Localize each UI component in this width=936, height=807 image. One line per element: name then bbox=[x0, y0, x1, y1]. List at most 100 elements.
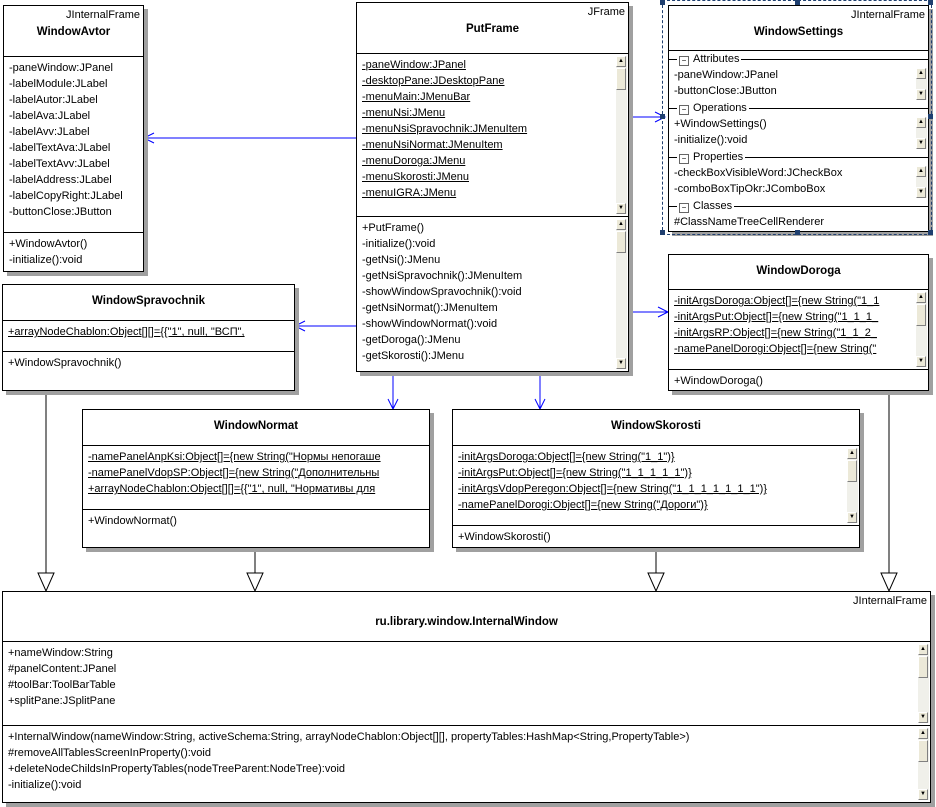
scrollbar[interactable]: ▲▼ bbox=[918, 644, 929, 723]
attributes-section: -initArgsDoroga:Object[]={new String("1_… bbox=[669, 290, 928, 370]
scrollbar[interactable]: ▲▼ bbox=[616, 219, 627, 369]
scroll-down-button[interactable]: ▼ bbox=[616, 358, 626, 369]
scrollbar[interactable]: ▲▼ bbox=[918, 728, 929, 800]
resize-handle[interactable] bbox=[928, 0, 933, 5]
class-member: -initArgsDoroga:Object[]={new String("1_… bbox=[458, 451, 675, 463]
group-operations[interactable]: −Operations bbox=[669, 100, 928, 116]
scroll-down-button[interactable]: ▼ bbox=[916, 187, 926, 198]
class-member: +WindowSettings() bbox=[674, 118, 767, 130]
resize-handle[interactable] bbox=[660, 114, 665, 119]
resize-handle[interactable] bbox=[795, 0, 800, 5]
scroll-down-button[interactable]: ▼ bbox=[916, 89, 926, 100]
member-list: -initArgsDoroga:Object[]={new String("1_… bbox=[674, 293, 914, 369]
class-stereotype: JInternalFrame bbox=[851, 9, 925, 21]
scroll-up-button[interactable]: ▲ bbox=[918, 728, 928, 739]
scrollbar[interactable]: ▲▼ bbox=[916, 292, 927, 367]
class-member: -initArgsVdopPeregon:Object[]={new Strin… bbox=[458, 483, 767, 495]
scroll-thumb[interactable] bbox=[918, 740, 928, 762]
scroll-thumb[interactable] bbox=[616, 231, 626, 253]
scroll-thumb[interactable] bbox=[918, 656, 928, 678]
scroll-up-button[interactable]: ▲ bbox=[916, 292, 926, 303]
scroll-thumb[interactable] bbox=[616, 68, 626, 90]
class-spravochnik[interactable]: WindowSpravochnik+arrayNodeChablon:Objec… bbox=[2, 284, 295, 391]
class-member: +arrayNodeChablon:Object[][]={{"1", null… bbox=[8, 326, 245, 338]
group-classes[interactable]: −Classes bbox=[669, 198, 928, 214]
scroll-up-button[interactable]: ▲ bbox=[616, 56, 626, 67]
group-divider bbox=[669, 157, 928, 158]
operations-section: +WindowSkorosti() bbox=[453, 526, 859, 547]
class-normat[interactable]: WindowNormat-namePanelAnpKsi:Object[]={n… bbox=[82, 409, 430, 548]
class-stereotype: JInternalFrame bbox=[66, 9, 140, 21]
class-member: +WindowNormat() bbox=[88, 515, 177, 527]
scrollbar[interactable]: ▲▼ bbox=[916, 166, 927, 198]
class-member: +WindowSkorosti() bbox=[458, 531, 551, 543]
member-list: +arrayNodeChablon:Object[][]={{"1", null… bbox=[8, 324, 292, 351]
class-member: +WindowAvtor() bbox=[9, 238, 88, 250]
class-name: WindowAvtor bbox=[36, 26, 111, 38]
scroll-down-button[interactable]: ▼ bbox=[918, 789, 928, 800]
class-name: PutFrame bbox=[465, 23, 520, 35]
class-member: -labelAvv:JLabel bbox=[9, 126, 90, 138]
class-doroga[interactable]: WindowDoroga-initArgsDoroga:Object[]={ne… bbox=[668, 254, 929, 391]
member-list: +WindowAvtor()-initialize():void bbox=[9, 236, 141, 271]
member-list: +WindowSkorosti() bbox=[458, 529, 857, 547]
scrollbar[interactable]: ▲▼ bbox=[916, 117, 927, 149]
resize-handle[interactable] bbox=[928, 230, 933, 235]
group-properties[interactable]: −Properties bbox=[669, 149, 928, 165]
group-attributes[interactable]: −Attributes bbox=[669, 51, 928, 67]
class-member: -initArgsPut:Object[]={new String("1_1_1… bbox=[674, 311, 879, 323]
scroll-down-button[interactable]: ▼ bbox=[918, 712, 928, 723]
scroll-down-button[interactable]: ▼ bbox=[847, 512, 857, 523]
operations-section: +InternalWindow(nameWindow:String, activ… bbox=[3, 726, 930, 802]
class-skorosti[interactable]: WindowSkorosti-initArgsDoroga:Object[]={… bbox=[452, 409, 860, 548]
group-header[interactable]: −Operations bbox=[677, 100, 749, 116]
attributes-section: -paneWindow:JPanel-desktopPane:JDesktopP… bbox=[357, 54, 628, 217]
attributes-section: -namePanelAnpKsi:Object[]={new String("Н… bbox=[83, 446, 429, 510]
operations-section: +WindowSpravochnik() bbox=[3, 352, 294, 390]
scrollbar[interactable]: ▲▼ bbox=[916, 68, 927, 100]
attributes-section: +arrayNodeChablon:Object[][]={{"1", null… bbox=[3, 321, 294, 352]
group-header[interactable]: −Classes bbox=[677, 198, 735, 214]
collapse-icon[interactable]: − bbox=[679, 105, 689, 115]
resize-handle[interactable] bbox=[795, 230, 800, 235]
group-header[interactable]: −Properties bbox=[677, 149, 746, 165]
member-list: +WindowSettings()-initialize():void bbox=[674, 116, 914, 148]
class-stereotype: JFrame bbox=[587, 6, 625, 18]
scroll-up-button[interactable]: ▲ bbox=[916, 68, 926, 79]
class-member: -buttonClose:JButton bbox=[9, 206, 112, 218]
scroll-up-button[interactable]: ▲ bbox=[918, 644, 928, 655]
class-member: -labelAddress:JLabel bbox=[9, 174, 112, 186]
class-member: +InternalWindow(nameWindow:String, activ… bbox=[8, 731, 690, 743]
scroll-up-button[interactable]: ▲ bbox=[616, 219, 626, 230]
scroll-thumb[interactable] bbox=[847, 460, 857, 482]
collapse-icon[interactable]: − bbox=[679, 203, 689, 213]
collapse-icon[interactable]: − bbox=[679, 154, 689, 164]
resize-handle[interactable] bbox=[660, 230, 665, 235]
class-member: -menuNsiNormat:JMenuItem bbox=[362, 139, 503, 151]
class-member: -labelModule:JLabel bbox=[9, 78, 108, 90]
group-header[interactable]: −Attributes bbox=[677, 51, 742, 67]
group-divider bbox=[669, 206, 928, 207]
class-member: -initialize():void bbox=[8, 779, 82, 791]
member-list: -checkBoxVisibleWord:JCheckBox-comboBoxT… bbox=[674, 165, 914, 197]
scroll-thumb[interactable] bbox=[916, 304, 926, 326]
scrollbar[interactable]: ▲▼ bbox=[616, 56, 627, 214]
resize-handle[interactable] bbox=[928, 114, 933, 119]
collapse-icon[interactable]: − bbox=[679, 56, 689, 66]
scroll-down-button[interactable]: ▼ bbox=[916, 138, 926, 149]
generalization-triangle-skorosti bbox=[647, 572, 665, 593]
scroll-up-button[interactable]: ▲ bbox=[916, 117, 926, 128]
class-member: -menuNsi:JMenu bbox=[362, 107, 446, 119]
resize-handle[interactable] bbox=[660, 0, 665, 5]
scroll-up-button[interactable]: ▲ bbox=[847, 448, 857, 459]
scroll-up-button[interactable]: ▲ bbox=[916, 166, 926, 177]
scrollbar[interactable]: ▲▼ bbox=[847, 448, 858, 523]
scroll-down-button[interactable]: ▼ bbox=[916, 356, 926, 367]
class-member: -getNsiSpravochnik():JMenuItem bbox=[362, 270, 523, 282]
scroll-down-button[interactable]: ▼ bbox=[616, 203, 626, 214]
